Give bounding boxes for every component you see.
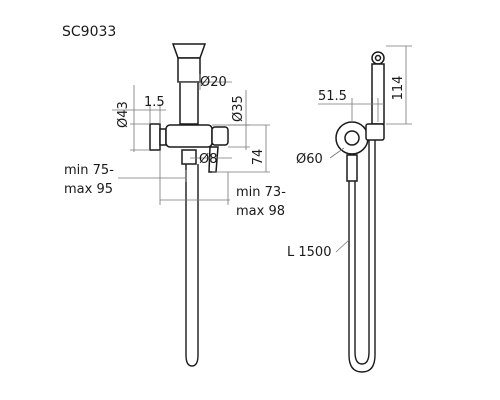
dim-holder-offset: 51.5 [318,89,347,104]
side-hose [185,164,199,367]
dim-valve-height: 74 [251,149,266,166]
front-hose-inner [354,140,370,365]
front-view [335,51,385,373]
model-code: SC9033 [62,24,116,40]
dim-depth-b-max: max 98 [236,204,285,219]
wall-flange [149,123,161,151]
dim-holder-height: 114 [391,76,406,101]
dim-valve-diameter: Ø35 [231,95,246,122]
front-holder-ring-inner [344,130,360,146]
dim-flange-offset: 1.5 [144,95,165,110]
dim-handle-diameter: Ø8 [199,152,218,167]
valve-cap [211,126,229,146]
valve-body [165,124,213,148]
dim-hose-length: L 1500 [287,245,331,260]
side-view [149,43,229,367]
front-hose [348,140,376,373]
dim-holder-diameter: Ø60 [296,152,323,167]
dim-flange-diameter: Ø43 [116,101,131,128]
dim-spray-diameter: Ø20 [200,75,227,90]
side-dimensions [112,74,270,205]
front-dimensions [318,45,412,253]
spray-neck [177,57,201,83]
hose-connector [181,149,197,165]
spray-head [171,43,207,59]
front-spray-nozzle-inner [374,54,382,62]
front-holder-clip [365,123,385,141]
front-hose-connector [346,154,358,182]
wall-flange-plate [159,128,167,146]
dim-depth-b-min: min 73- [236,185,286,200]
dim-depth-a-max: max 95 [64,182,113,197]
spray-handle [179,81,199,125]
dim-depth-a-min: min 75- [64,163,114,178]
